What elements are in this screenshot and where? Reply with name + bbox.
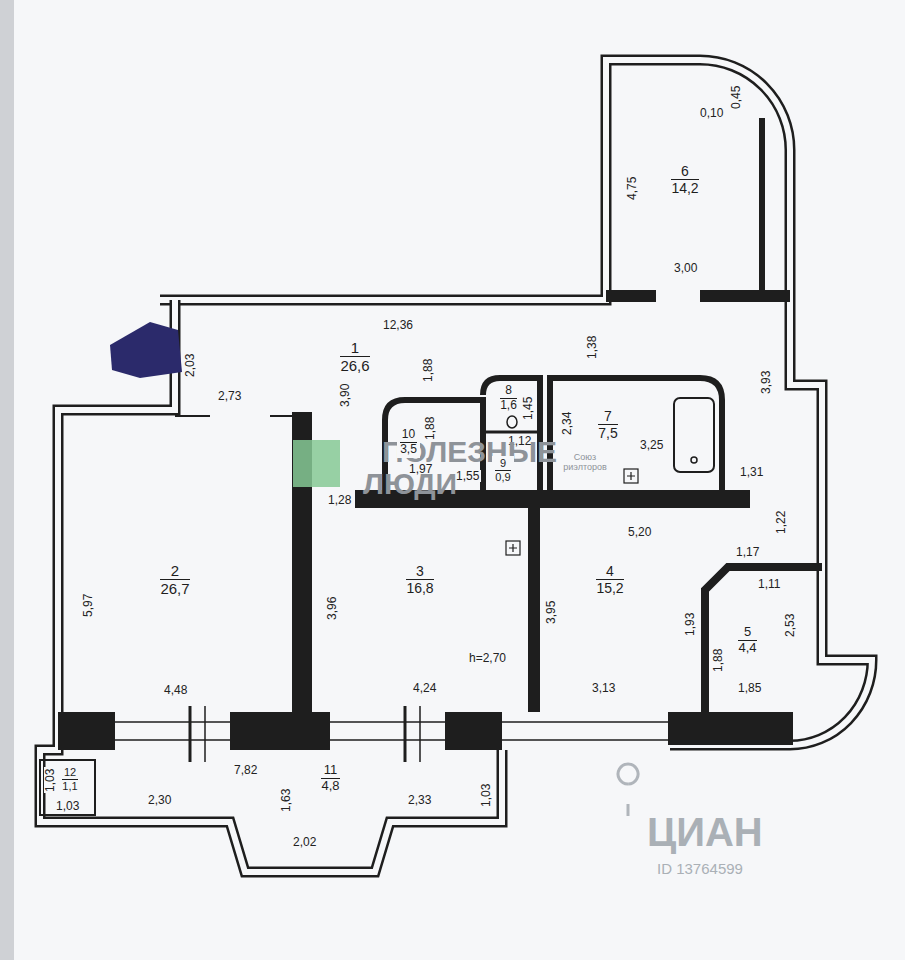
- outer-walls: [40, 60, 872, 872]
- room-number: 8: [500, 384, 517, 399]
- room-number: 3: [406, 563, 434, 580]
- room-label: 114,8: [318, 762, 343, 795]
- dimension-label: 5,20: [627, 526, 653, 538]
- dimension-label: 1,55: [455, 470, 481, 482]
- dimension-label: 2,33: [407, 794, 433, 806]
- dimension-label: 2,03: [184, 352, 196, 378]
- room-area: 4,8: [321, 779, 340, 794]
- watermark-logo: [293, 440, 340, 487]
- dimension-label: h=2,70: [468, 652, 508, 664]
- partitions: [58, 290, 793, 750]
- room-number: 1: [340, 339, 370, 357]
- room-label: 226,7: [157, 561, 193, 599]
- dimension-label: 3,90: [339, 382, 351, 408]
- room-area: 7,5: [598, 425, 618, 441]
- room-area: 26,6: [340, 357, 370, 374]
- dimension-label: 1,85: [737, 682, 763, 694]
- room-area: 1,6: [500, 399, 517, 413]
- watermark-text: ЦИАН: [647, 812, 763, 852]
- room-label: 614,2: [668, 162, 702, 198]
- dimension-label: 1,63: [280, 787, 292, 813]
- room-area: 26,7: [160, 580, 190, 597]
- dimension-label: 1,88: [422, 357, 434, 383]
- watermark-text: ЛЮДИ: [363, 469, 458, 499]
- dimension-label: 4,24: [412, 682, 438, 694]
- dimension-label: 3,96: [326, 595, 338, 621]
- room-label: 54,4: [735, 624, 760, 657]
- room-label: 316,8: [403, 562, 437, 598]
- room-number: 9: [495, 457, 511, 471]
- room-number: 10: [400, 428, 417, 443]
- dimension-label: 1,03: [480, 782, 492, 808]
- watermark-text: Союз риэлторов: [560, 453, 610, 473]
- page-edge: [0, 0, 14, 960]
- redaction-blob: [110, 322, 182, 378]
- dimension-label: 5,97: [82, 592, 94, 618]
- room-number: 2: [160, 562, 190, 580]
- dimension-label: 1,22: [775, 509, 787, 535]
- room-lines: [40, 118, 822, 815]
- dimension-label: 1,28: [327, 494, 353, 506]
- dimension-label: 2,30: [147, 794, 173, 806]
- dimension-label: 3,25: [639, 439, 665, 451]
- room-area: 3,5: [400, 443, 417, 457]
- dimension-label: 1,03: [55, 800, 81, 812]
- watermark-text: ID 13764599: [657, 861, 743, 876]
- room-area: 16,8: [406, 580, 434, 596]
- dimension-label: 12,36: [382, 319, 415, 331]
- room-area: 15,2: [596, 580, 624, 596]
- dimension-label: 1,03: [44, 767, 56, 793]
- dimension-label: 1,45: [522, 395, 534, 421]
- dimension-label: 4,75: [626, 175, 638, 201]
- pin-icon: [618, 764, 638, 816]
- room-area: 14,2: [671, 180, 699, 196]
- room-label: 121,1: [59, 765, 81, 794]
- room-number: 11: [321, 763, 340, 779]
- dimension-label: 2,53: [784, 612, 796, 638]
- room-label: 90,9: [492, 456, 514, 485]
- room-number: 4: [596, 563, 624, 580]
- room-area: 4,4: [738, 641, 757, 656]
- dimension-label: 0,10: [699, 107, 725, 119]
- room-label: 103,5: [397, 427, 420, 458]
- dimension-label: 3,95: [545, 599, 557, 625]
- dimension-label: 1,17: [735, 546, 761, 558]
- room-area: 0,9: [495, 471, 511, 484]
- dimension-label: 1,88: [712, 647, 724, 673]
- dimension-label: 1,11: [757, 578, 782, 590]
- dimension-label: 1,93: [684, 611, 696, 637]
- room-number: 5: [738, 625, 757, 641]
- dimension-label: 7,82: [233, 764, 259, 776]
- room-area: 1,1: [62, 780, 78, 793]
- dimension-label: 3,00: [673, 262, 699, 274]
- room-label: 126,6: [337, 338, 373, 376]
- dimension-label: 1,31: [739, 466, 765, 478]
- room-number: 12: [62, 766, 78, 780]
- dimension-label: 0,45: [730, 84, 742, 110]
- dimension-label: 2,02: [292, 836, 318, 848]
- room-label: 77,5: [595, 407, 621, 443]
- room-label: 415,2: [593, 562, 627, 598]
- dimension-label: 2,73: [217, 390, 243, 402]
- room-number: 7: [598, 408, 618, 425]
- room-number: 6: [671, 163, 699, 180]
- dimension-label: 2,34: [561, 410, 573, 436]
- dimension-label: 3,93: [760, 369, 772, 395]
- dimension-label: 1,38: [586, 334, 598, 360]
- room-label: 81,6: [497, 383, 520, 414]
- dimension-label: 4,48: [163, 684, 189, 696]
- dimension-label: 3,13: [591, 682, 617, 694]
